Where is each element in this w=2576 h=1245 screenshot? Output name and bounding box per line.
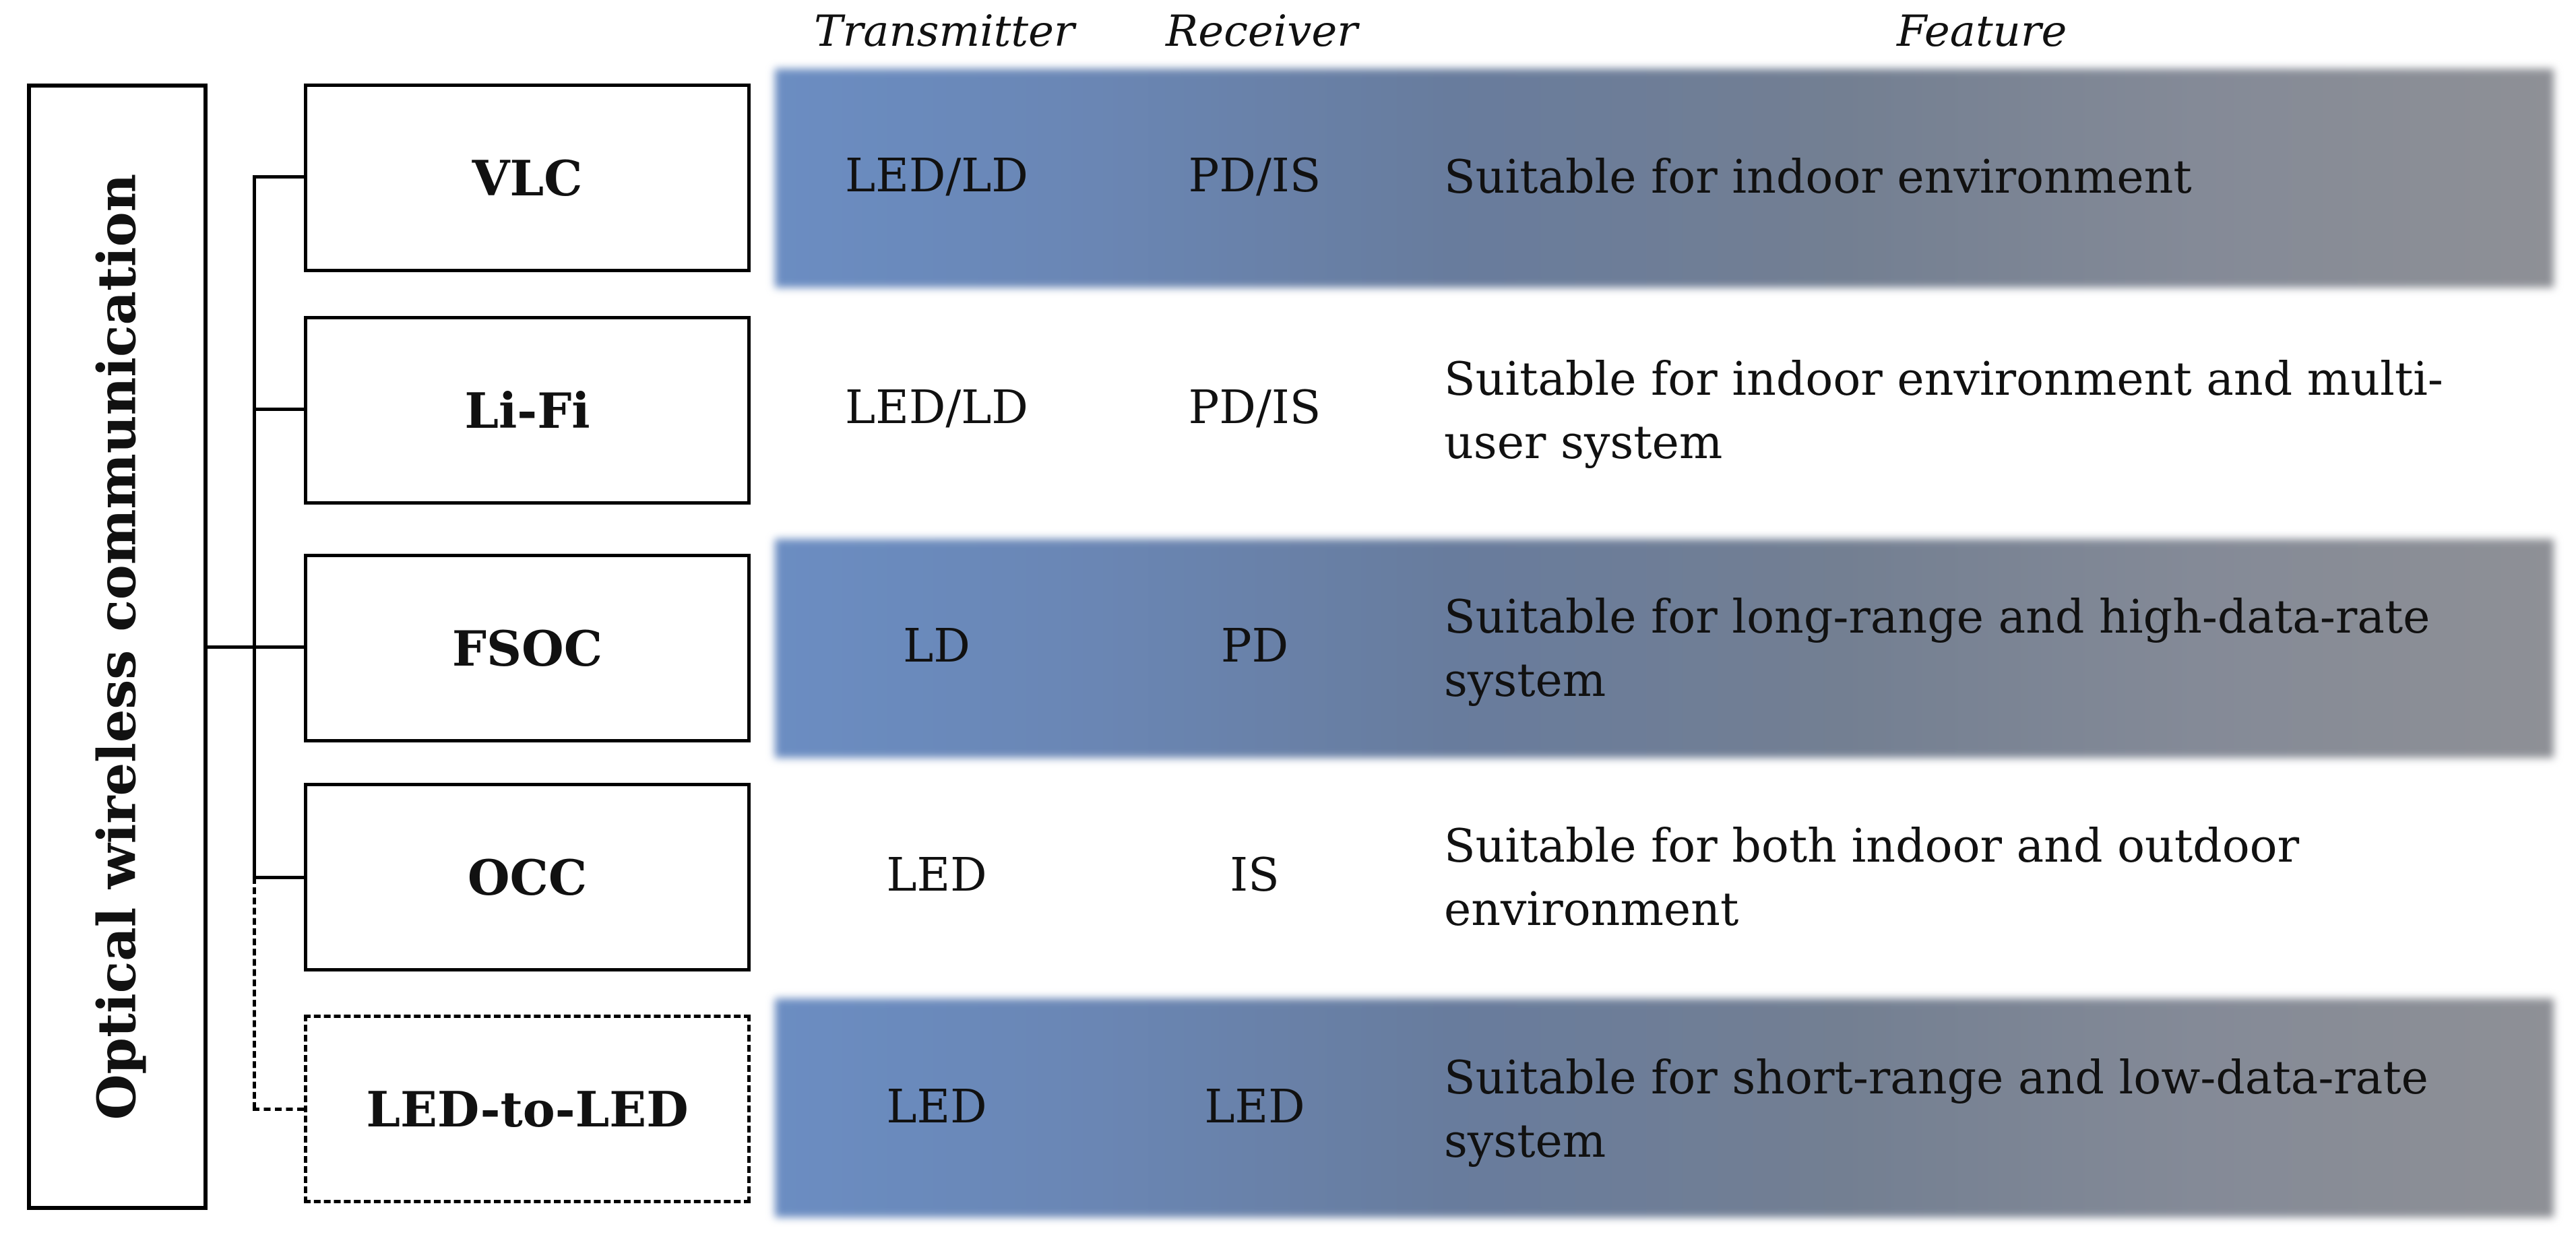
feature-cell: Suitable for indoor environment	[1444, 146, 2509, 210]
root-label: Optical wireless communication	[86, 173, 148, 1120]
row-band-led-to-led	[775, 998, 2554, 1217]
tech-box-fsoc: FSOC	[304, 554, 751, 742]
tech-label: OCC	[467, 848, 588, 906]
branch-lifi	[253, 408, 304, 411]
branch-fsoc	[253, 645, 304, 649]
feature-line: environment	[1444, 883, 1739, 936]
feature-cell: Suitable for long-range and high-data-ra…	[1444, 586, 2509, 713]
transmitter-cell: LED/LD	[845, 381, 1028, 435]
transmitter-cell: LED	[886, 1081, 987, 1134]
trunk-line	[253, 175, 256, 877]
row-band-vlc	[775, 69, 2554, 288]
tech-label: LED-to-LED	[366, 1080, 689, 1138]
tech-box-occ: OCC	[304, 783, 751, 971]
feature-cell: Suitable for short-range and low-data-ra…	[1444, 1047, 2509, 1174]
root-box	[27, 84, 208, 1210]
feature-line: Suitable for both indoor and outdoor	[1444, 820, 2300, 873]
feature-line: Suitable for short-range and low-data-ra…	[1444, 1052, 2428, 1105]
trunk-line-dashed	[253, 877, 256, 1109]
feature-line: Suitable for long-range and high-data-ra…	[1444, 591, 2430, 644]
tech-box-vlc: VLC	[304, 84, 751, 272]
header-receiver: Receiver	[1166, 7, 1358, 57]
feature-cell: Suitable for indoor environment and mult…	[1444, 348, 2509, 475]
transmitter-cell: LD	[903, 620, 970, 673]
header-feature: Feature	[1897, 7, 2067, 57]
branch-vlc	[253, 175, 304, 179]
tech-box-led-to-led: LED-to-LED	[304, 1015, 751, 1203]
feature-cell: Suitable for both indoor and outdoor env…	[1444, 815, 2509, 942]
receiver-cell: PD/IS	[1188, 381, 1321, 435]
branch-led-to-led	[253, 1108, 304, 1111]
branch-occ	[253, 876, 304, 879]
root-connector	[208, 645, 255, 649]
receiver-cell: LED	[1204, 1081, 1305, 1134]
transmitter-cell: LED/LD	[845, 150, 1028, 203]
feature-line: Suitable for indoor environment and mult…	[1444, 353, 2443, 406]
header-transmitter: Transmitter	[814, 7, 1075, 57]
tech-label: FSOC	[451, 619, 603, 677]
feature-line: system	[1444, 1115, 1606, 1168]
row-band-fsoc	[775, 539, 2554, 758]
tech-box-lifi: Li-Fi	[304, 316, 751, 505]
feature-line: user system	[1444, 416, 1723, 470]
tech-label: VLC	[472, 149, 583, 207]
feature-line: Suitable for indoor environment	[1444, 151, 2192, 204]
receiver-cell: PD/IS	[1188, 150, 1321, 203]
feature-line: system	[1444, 654, 1606, 707]
receiver-cell: IS	[1230, 849, 1280, 902]
transmitter-cell: LED	[886, 849, 987, 902]
receiver-cell: PD	[1220, 620, 1289, 673]
tech-label: Li-Fi	[464, 381, 590, 439]
